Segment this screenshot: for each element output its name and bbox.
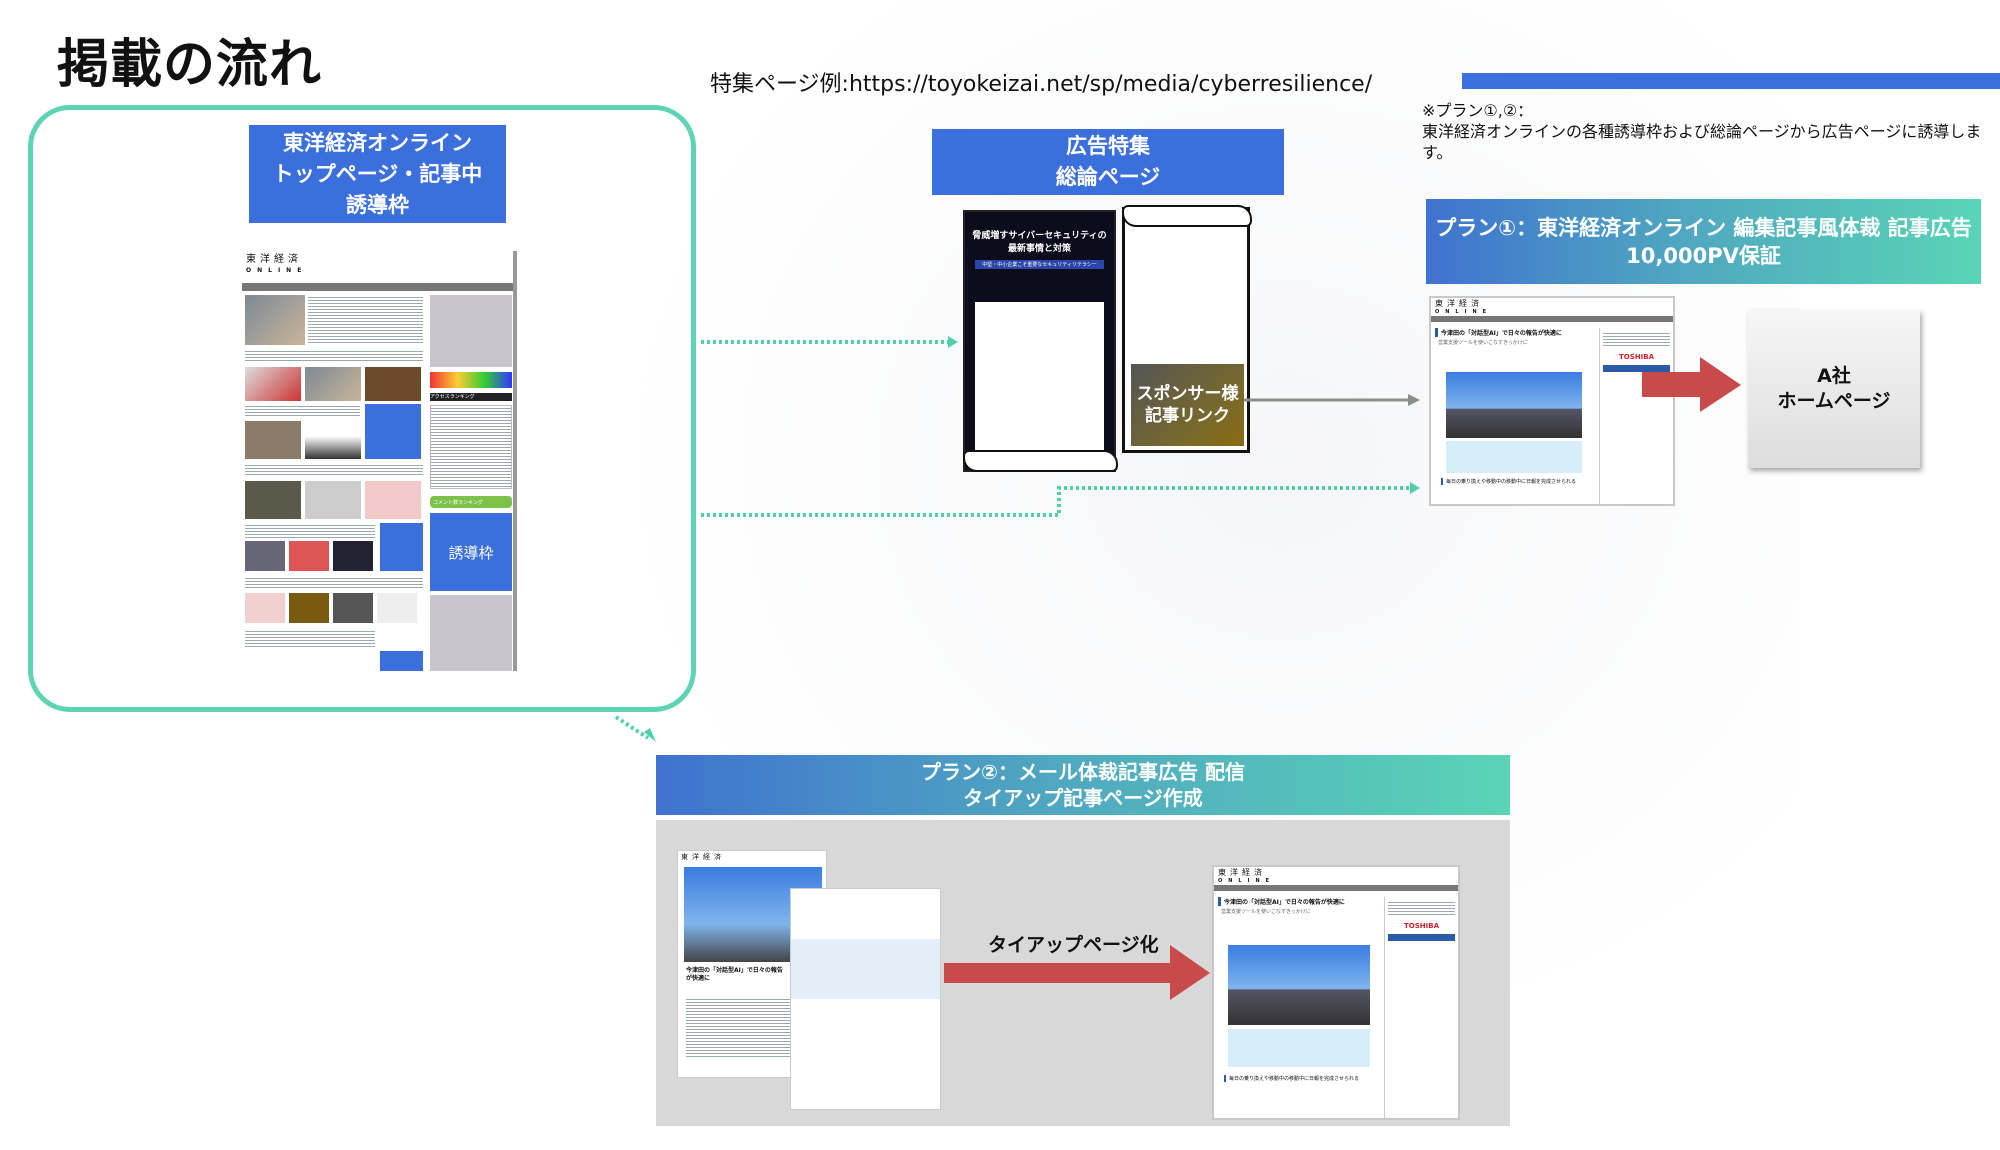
toppage-guidance-label: 東洋経済オンライン トップページ・記事中 誘導枠: [249, 125, 506, 223]
note-line: ※プラン①,②：: [1422, 101, 1534, 120]
article-title: 今津田の「対話型AI」で日々の報告が快適に: [1435, 328, 1669, 337]
news-text: [245, 629, 375, 649]
article-lead: [1228, 1029, 1370, 1067]
site-nav: [1431, 316, 1673, 322]
plan1-pv-guarantee: 10,000PV保証: [1626, 243, 1781, 268]
news-image: [245, 481, 301, 519]
label-line: トップページ・記事中: [272, 161, 483, 186]
article-photo: [1446, 372, 1582, 438]
overview-page-screenshot: 脅威増すサイバーセキュリティの最新事情と対策 中堅・中小企業こそ重要なセキュリテ…: [963, 210, 1116, 472]
company-name: A社: [1817, 365, 1851, 387]
banner-image: [430, 372, 512, 388]
article-title: 今津田の「対話型AI」で日々の報告が快適に: [1218, 897, 1454, 906]
guidance-slot-small: [380, 523, 423, 571]
news-image: [365, 481, 421, 519]
homepage-label: ホームページ: [1777, 390, 1891, 412]
news-image: [245, 421, 301, 459]
news-image: [305, 481, 361, 519]
site-nav: [242, 283, 513, 291]
article-section: 毎日の乗り換えや移動中の移動中に日報を完成させられる: [1224, 1075, 1374, 1082]
plan1-title: プラン①：東洋経済オンライン 編集記事風体裁 記事広告: [1435, 215, 1972, 240]
article-photo: [1228, 945, 1370, 1025]
label-line: 広告特集: [1066, 134, 1150, 158]
label-line: 誘導枠: [346, 192, 409, 217]
news-image: [245, 541, 285, 571]
news-image: [305, 421, 361, 459]
news-text: [245, 576, 423, 590]
news-image: [289, 541, 329, 571]
label-line: 総論ページ: [1055, 165, 1161, 189]
news-image: [245, 295, 305, 345]
article-lead: [1446, 441, 1582, 473]
accent-bar: [1462, 73, 2000, 89]
plan1-banner: プラン①：東洋経済オンライン 編集記事風体裁 記事広告 10,000PV保証: [1426, 199, 1981, 284]
overview-page-label: 広告特集 総論ページ: [932, 129, 1284, 195]
sponsor-article-link[interactable]: スポンサー様記事リンク: [1131, 364, 1244, 446]
news-image: [245, 367, 301, 401]
torn-edge: [1122, 205, 1252, 227]
company-a-homepage[interactable]: A社ホームページ: [1748, 310, 1920, 468]
guidance-slot: 誘導枠: [430, 513, 512, 591]
sponsor-link-line: スポンサー様: [1136, 384, 1239, 404]
sponsor-link-line: 記事リンク: [1145, 406, 1230, 426]
note-line: 東洋経済オンラインの各種誘導枠および総論ページから広告ページに誘導します。: [1422, 122, 1982, 162]
ad-slot: [430, 595, 512, 671]
plan2-banner: プラン②：メール体裁記事広告 配信 タイアップ記事ページ作成: [656, 755, 1510, 815]
ranking-list: [430, 405, 512, 489]
magazine-body: [975, 302, 1104, 460]
sponsor-logo: TOSHIBA: [1619, 353, 1654, 361]
torn-edge: [963, 450, 1118, 472]
feature-page-url: 特集ページ例:https://toyokeizai.net/sp/media/c…: [710, 72, 1373, 97]
email-article-body: [790, 888, 941, 1110]
news-image: [333, 541, 373, 571]
article-sidebar: TOSHIBA: [1384, 897, 1458, 1118]
sponsor-logo: TOSHIBA: [1404, 922, 1439, 930]
news-image: [333, 593, 373, 623]
guidance-frame-group: [28, 105, 696, 712]
ad-slot: [430, 295, 512, 367]
news-image: [365, 367, 421, 401]
news-image: [377, 593, 417, 623]
news-text: [308, 295, 423, 345]
page-title: 掲載の流れ: [57, 35, 323, 95]
comment-ranking-button[interactable]: コメント数ランキング: [430, 496, 512, 508]
news-text: [245, 349, 423, 363]
news-text: [245, 404, 360, 418]
tieup-label: タイアップページ化: [988, 934, 1159, 956]
news-text: [245, 523, 375, 539]
plan-note: ※プラン①,②： 東洋経済オンラインの各種誘導枠および総論ページから広告ページに…: [1422, 100, 2000, 163]
article-subtitle: 営業支援ツールを使いこなすきっかけに: [1221, 909, 1311, 915]
article-section: 毎日の乗り換えや移動中の移動中に日報を完成させられる: [1441, 478, 1591, 485]
news-text: [245, 463, 423, 477]
plan2-subtitle: タイアップ記事ページ作成: [963, 786, 1203, 810]
magazine-headline: 脅威増すサイバーセキュリティの最新事情と対策: [972, 231, 1107, 254]
guidance-slot-small: [365, 404, 421, 459]
news-image: [245, 593, 285, 623]
more-button[interactable]: [1388, 934, 1455, 941]
email-title: 今津田の「対話型AI」で日々の報告が快適に: [686, 967, 783, 982]
news-image: [289, 593, 329, 623]
magazine-subhead: 中堅・中小企業こそ重要なセキュリティリテラシー: [975, 260, 1104, 269]
label-line: 東洋経済オンライン: [283, 130, 472, 155]
article-sidebar: TOSHIBA: [1599, 328, 1673, 504]
site-logo: 東洋経済: [681, 853, 725, 861]
guidance-slot-small: [380, 651, 423, 671]
email-illustration: [791, 939, 940, 999]
ranking-label: アクセスランキング: [430, 393, 512, 401]
site-nav: [1214, 885, 1458, 891]
plan2-title: プラン②：メール体裁記事広告 配信: [921, 760, 1245, 784]
more-button[interactable]: [1603, 365, 1670, 372]
article-subtitle: 営業支援ツールを使いこなすきっかけに: [1438, 340, 1528, 346]
news-image: [305, 367, 361, 401]
